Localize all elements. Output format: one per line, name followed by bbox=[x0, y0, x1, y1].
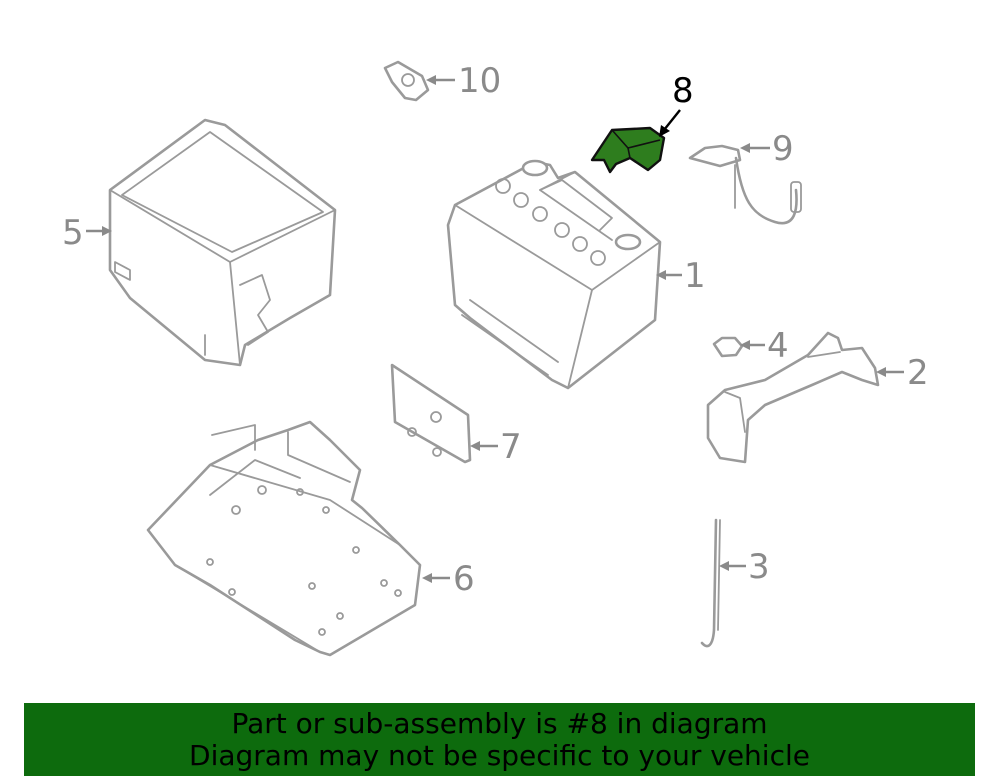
leader-2 bbox=[876, 367, 904, 377]
callout-2[interactable]: 2 bbox=[907, 353, 929, 393]
callout-5[interactable]: 5 bbox=[62, 213, 84, 253]
banner-line-1: Part or sub-assembly is #8 in diagram bbox=[231, 706, 768, 740]
leader-10 bbox=[426, 75, 455, 85]
leader-8 bbox=[659, 109, 681, 137]
leader-5 bbox=[86, 226, 112, 236]
part-1-battery[interactable] bbox=[446, 159, 662, 390]
part-7-plate[interactable] bbox=[390, 363, 472, 464]
callout-9[interactable]: 9 bbox=[772, 129, 794, 169]
part-8-battery-clamp[interactable] bbox=[590, 126, 666, 174]
banner-line-2: Diagram may not be specific to your vehi… bbox=[189, 738, 810, 772]
leader-9 bbox=[740, 143, 770, 153]
part-2-bracket[interactable] bbox=[706, 331, 880, 464]
callout-3[interactable]: 3 bbox=[748, 547, 770, 587]
callout-4[interactable]: 4 bbox=[767, 326, 789, 366]
leader-4 bbox=[740, 340, 765, 350]
leader-1 bbox=[656, 270, 682, 280]
callout-8[interactable]: 8 bbox=[672, 71, 694, 111]
leader-7 bbox=[470, 441, 498, 451]
part-3-rod[interactable] bbox=[700, 518, 721, 648]
part-6-tray[interactable] bbox=[146, 420, 422, 657]
leader-3 bbox=[719, 561, 746, 571]
parts-diagram: 10 8 9 5 1 4 2 7 3 6 bbox=[62, 60, 929, 657]
part-4-nut[interactable] bbox=[712, 336, 744, 358]
part-10-bracket[interactable] bbox=[383, 60, 430, 102]
callout-6[interactable]: 6 bbox=[453, 559, 475, 599]
part-5-battery-box[interactable] bbox=[108, 118, 337, 367]
callout-10[interactable]: 10 bbox=[458, 61, 501, 101]
callout-7[interactable]: 7 bbox=[500, 427, 522, 467]
callout-1[interactable]: 1 bbox=[684, 256, 706, 296]
part-9-cable[interactable] bbox=[688, 144, 802, 225]
leader-6 bbox=[422, 573, 450, 583]
info-banner: Part or sub-assembly is #8 in diagram Di… bbox=[24, 703, 975, 776]
